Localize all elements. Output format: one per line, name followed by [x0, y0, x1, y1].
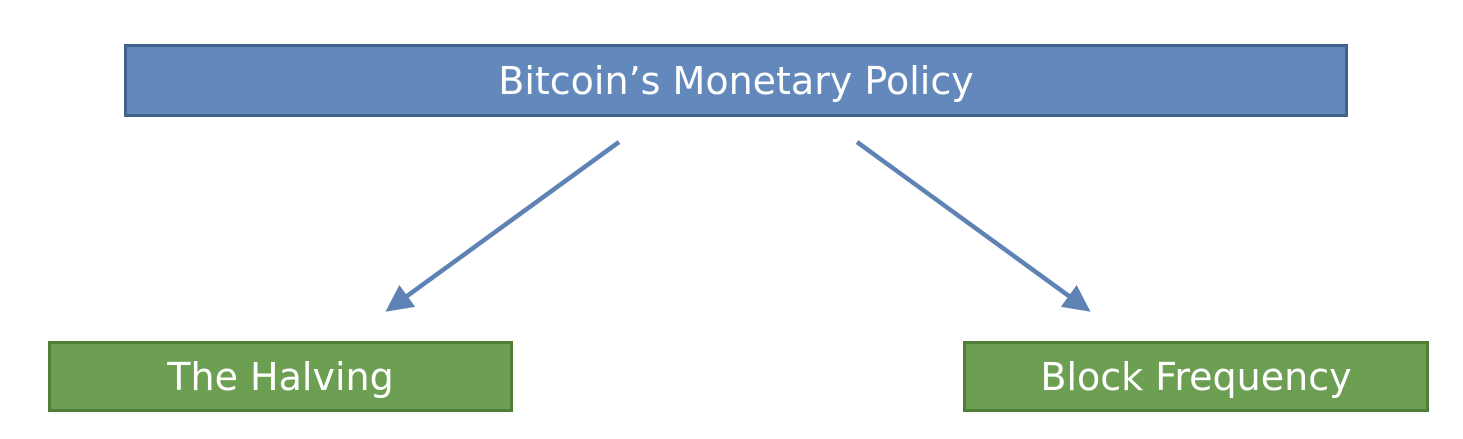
root-node-label: Bitcoin’s Monetary Policy [498, 58, 974, 103]
child-node-block-frequency: Block Frequency [963, 341, 1429, 412]
arrow-to-block-frequency [855, 140, 1091, 312]
child-node-label: Block Frequency [1040, 354, 1352, 399]
arrow-to-the-halving [385, 140, 621, 312]
child-node-label: The Halving [167, 354, 394, 399]
root-node: Bitcoin’s Monetary Policy [124, 44, 1348, 117]
child-node-the-halving: The Halving [48, 341, 513, 412]
